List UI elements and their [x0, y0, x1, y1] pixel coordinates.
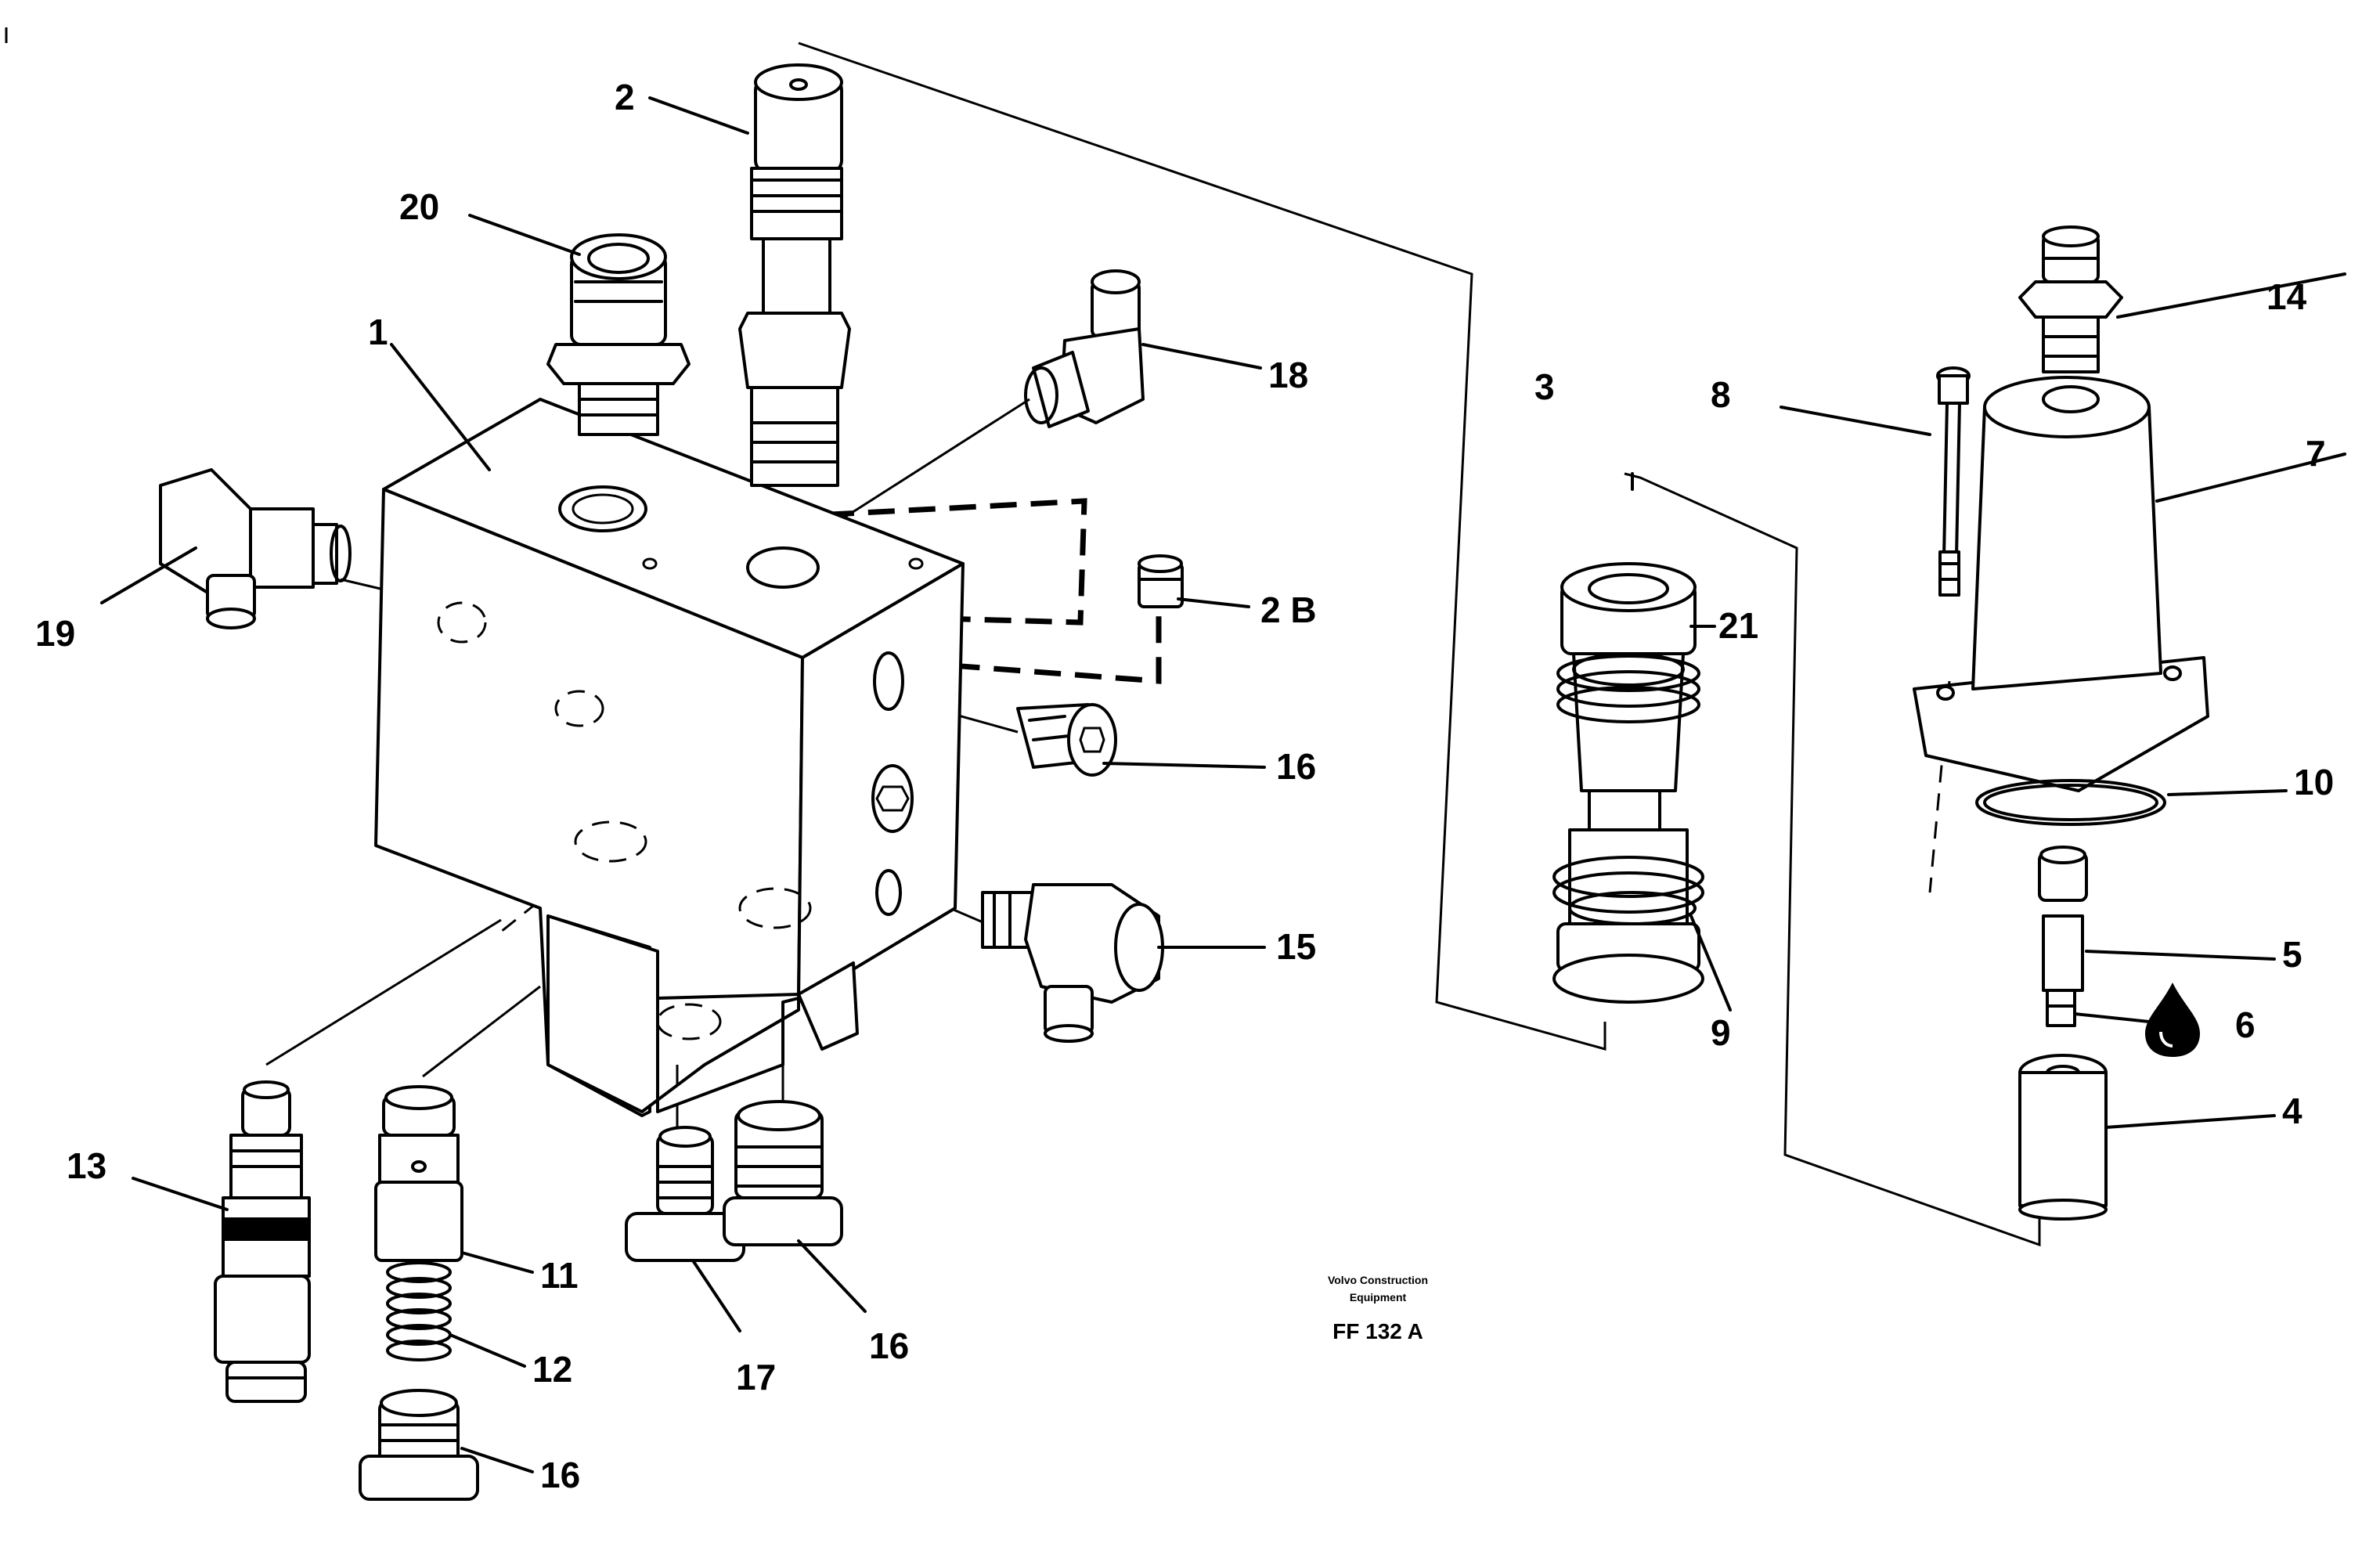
part-7-housing	[1913, 376, 2209, 792]
callout-17: 17	[736, 1357, 776, 1397]
part-9-ring	[1568, 891, 1697, 925]
part-16-plug-bottom-mid	[723, 1100, 843, 1246]
part-8-bolt	[1936, 366, 1971, 597]
callout-8: 8	[1711, 374, 1731, 415]
part-3-spool	[1552, 562, 1704, 1004]
callout-16-bottom-mid: 16	[869, 1325, 909, 1366]
callout-12: 12	[532, 1349, 572, 1390]
callout-15: 15	[1276, 926, 1316, 967]
callout-6: 6	[2235, 1004, 2256, 1045]
callout-7: 7	[2306, 433, 2326, 474]
callout-10: 10	[2294, 762, 2334, 802]
part-18-elbow	[1024, 269, 1145, 428]
callout-3: 3	[1534, 366, 1555, 407]
oil-drop-icon	[2145, 983, 2200, 1057]
credit-line-2: Equipment	[1350, 1291, 1407, 1304]
part-2-cartridge	[738, 63, 851, 487]
part-15-fitting	[981, 883, 1164, 1043]
callout-4: 4	[2282, 1091, 2302, 1131]
part-10-oring	[1975, 779, 2166, 826]
callout-20: 20	[399, 186, 439, 227]
callout-18: 18	[1268, 355, 1308, 395]
part-16-plug-right	[1016, 703, 1117, 777]
part-2b-plug	[1138, 554, 1184, 608]
part-16-plug-bottom-left	[359, 1389, 479, 1501]
leader-lines	[100, 96, 2346, 1473]
callout-1: 1	[368, 312, 388, 352]
credit-line-1: Volvo Construction	[1328, 1274, 1428, 1286]
part-13-cartridge	[214, 1080, 311, 1403]
callout-11: 11	[540, 1255, 579, 1296]
callout-2: 2	[615, 77, 635, 117]
callout-2b: 2 B	[1260, 590, 1317, 630]
callout-9: 9	[1711, 1012, 1731, 1053]
callout-5: 5	[2282, 934, 2302, 975]
part-20-adapter	[546, 233, 691, 436]
callout-16-right: 16	[1276, 746, 1316, 787]
figure-credit: Volvo Construction Equipment FF 132 A	[1328, 1274, 1428, 1343]
callout-16-bottom-left: 16	[540, 1455, 580, 1495]
callout-21: 21	[1718, 605, 1758, 646]
part-21-ring	[1572, 652, 1685, 687]
callout-14: 14	[2266, 276, 2307, 317]
part-14-fitting	[2018, 225, 2123, 373]
callout-labels: 2 20 1 19 18 2 B 16 15 13 11 12 16 17 16…	[35, 77, 2334, 1495]
part-11-poppet	[374, 1085, 463, 1262]
callout-13: 13	[67, 1145, 106, 1186]
part-19-tee	[159, 468, 352, 629]
callout-19: 19	[35, 613, 75, 654]
valve-block	[374, 398, 965, 1117]
part-4-sleeve	[2018, 1054, 2108, 1221]
figure-code: FF 132 A	[1332, 1319, 1423, 1343]
part-12-spring	[386, 1261, 452, 1361]
part-5-plunger	[2038, 846, 2088, 1027]
